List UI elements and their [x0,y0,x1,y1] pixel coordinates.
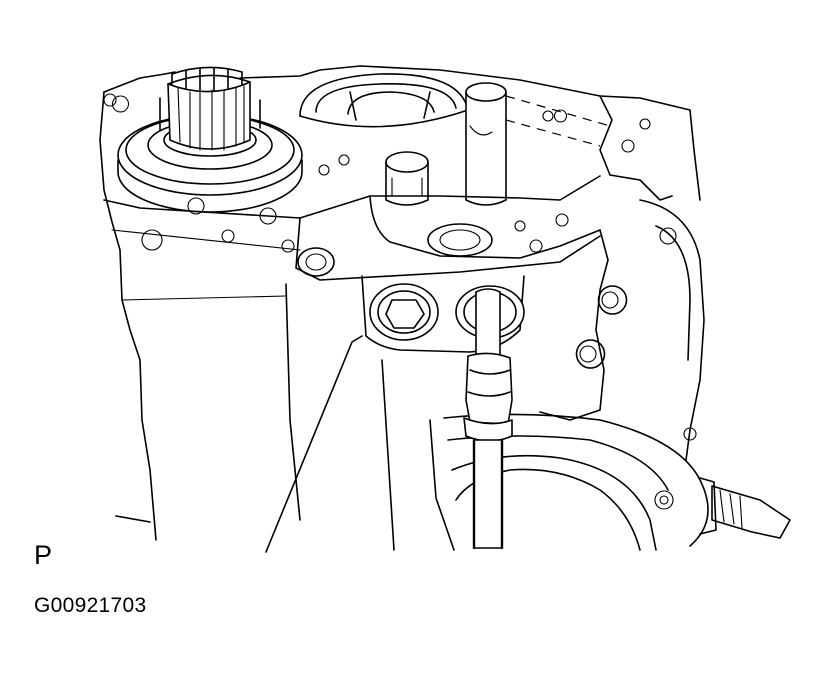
case-mid-plate [103,175,601,281]
socket-extension-tool [463,288,513,550]
splined-shaft [167,66,251,151]
case-lower-body [115,283,455,553]
detent-plug [385,151,429,206]
case-upper-outline [99,65,701,361]
input-shaft-bearing [117,97,303,213]
figure-code-label: G00921703 [34,594,147,617]
bottom-flange [443,413,709,551]
shift-shaft [465,82,611,206]
case-right-housing [539,199,705,461]
center-boss [299,73,469,128]
view-marker-label: P [34,540,53,570]
speed-sensor [699,477,791,539]
